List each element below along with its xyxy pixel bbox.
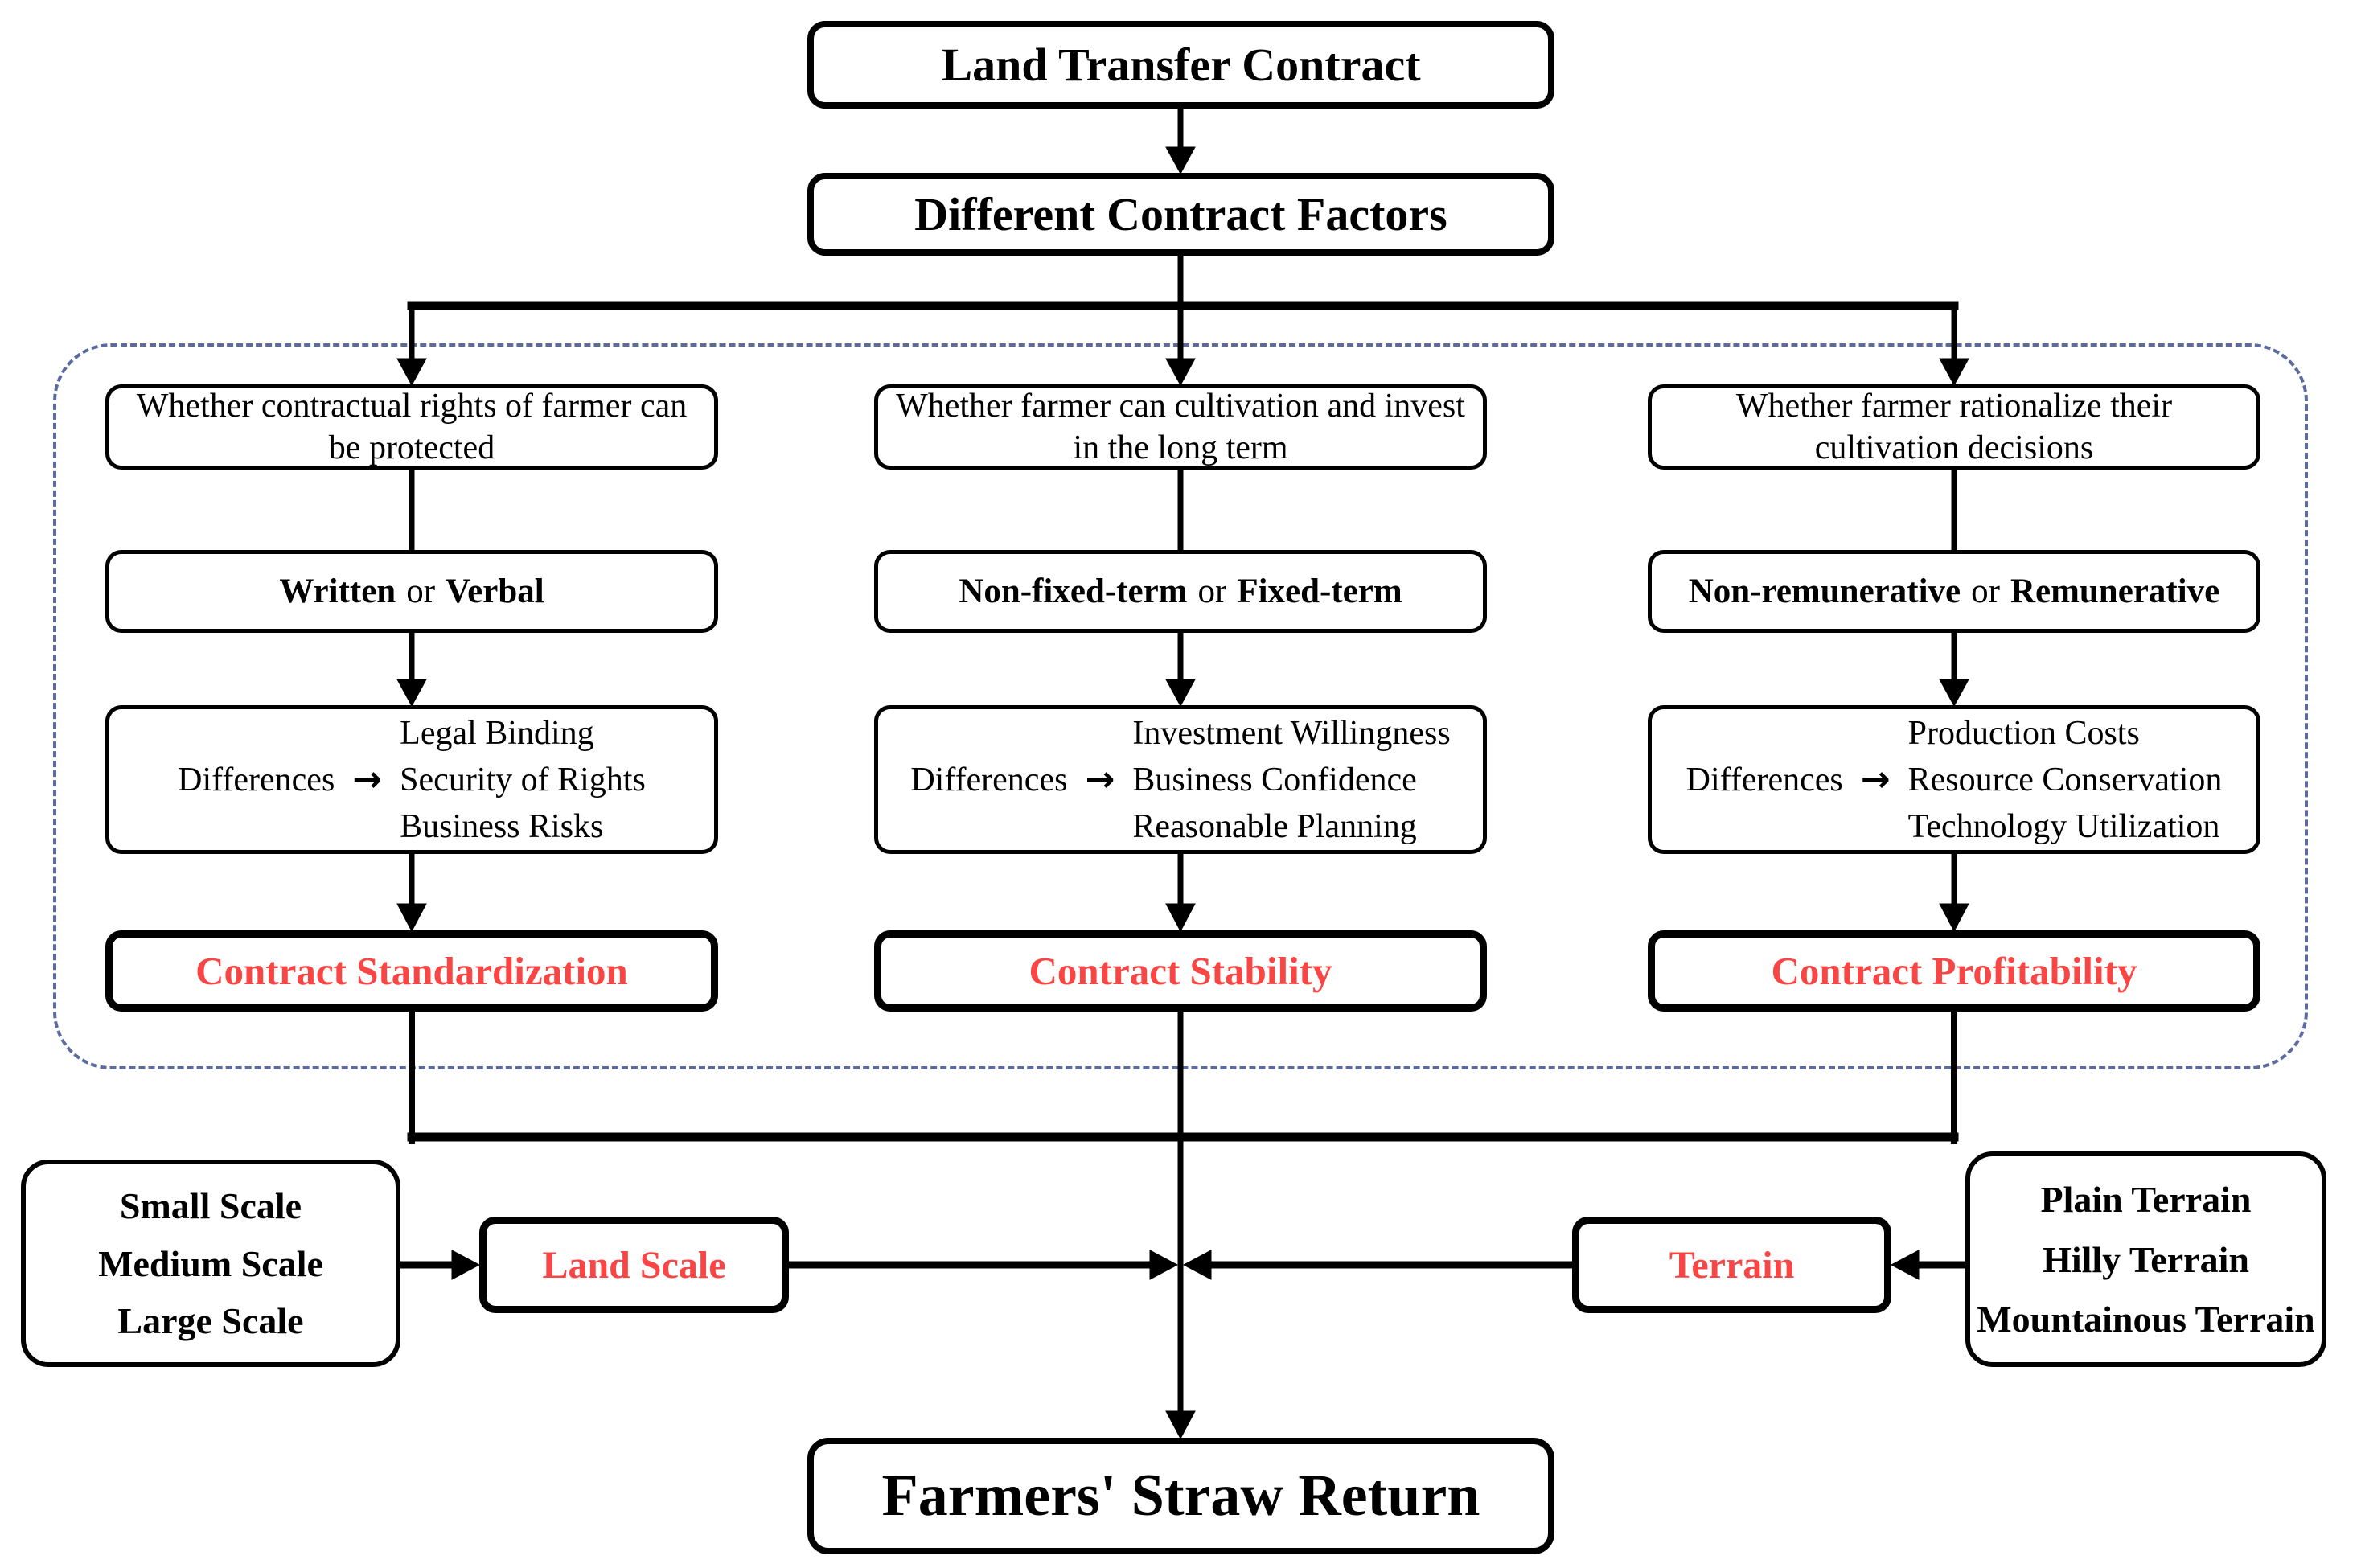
terrain-item: Mountainous Terrain (1977, 1298, 2315, 1340)
question-box-stability: Whether farmer can cultivation and inves… (874, 384, 1487, 470)
type-box-written-verbal: Written or Verbal (105, 550, 718, 633)
differences-content: Differences → Investment Willingness Bus… (902, 710, 1458, 850)
differences-content: Differences → Production Costs Resource … (1678, 710, 2231, 850)
type-option-2: Remunerative (2010, 573, 2220, 610)
type-label: Written or Verbal (279, 572, 544, 611)
differences-box-profitability: Differences → Production Costs Resource … (1648, 705, 2260, 854)
farmers-straw-return-box: Farmers' Straw Return (807, 1438, 1554, 1554)
outcome-box-contract-standardization: Contract Standardization (105, 930, 718, 1012)
type-box-remunerative: Non-remunerative or Remunerative (1648, 550, 2260, 633)
type-option-1: Written (279, 573, 396, 610)
question-label: Whether farmer can cultivation and inves… (896, 388, 1465, 466)
connector-outcomes-merge (407, 1008, 1959, 1440)
outcome-box-contract-profitability: Contract Profitability (1648, 930, 2260, 1012)
differences-label: Differences (910, 761, 1068, 798)
difference-item: Reasonable Planning (1132, 807, 1417, 845)
difference-item: Business Confidence (1132, 761, 1417, 798)
differences-items: Production Costs Resource Conservation T… (1908, 710, 2223, 850)
type-option-1: Non-remunerative (1688, 573, 1961, 610)
outcome-box-contract-stability: Contract Stability (874, 930, 1487, 1012)
differences-box-stability: Differences → Investment Willingness Bus… (874, 705, 1487, 854)
type-or: or (406, 573, 436, 610)
land-scale-items-box: Small Scale Medium Scale Large Scale (21, 1160, 400, 1367)
arrowhead-right-icon (1149, 1250, 1179, 1280)
type-option-2: Verbal (446, 573, 544, 610)
terrain-item: Hilly Terrain (2043, 1238, 2249, 1280)
type-option-1: Non-fixed-term (959, 573, 1188, 610)
different-contract-factors-box: Different Contract Factors (807, 173, 1554, 256)
differences-label: Differences (1686, 761, 1843, 798)
arrowhead-down-icon (1165, 146, 1196, 175)
outcome-label: Contract Stability (1029, 949, 1332, 993)
difference-item: Business Risks (400, 807, 604, 845)
terrain-item: Plain Terrain (2040, 1179, 2252, 1221)
connector-branch-to-questions (396, 302, 1969, 387)
arrowhead-down-icon (396, 903, 427, 933)
differences-arrow-icon: → (1860, 758, 1891, 800)
terrain-items-box: Plain Terrain Hilly Terrain Mountainous … (1965, 1151, 2326, 1367)
type-or: or (1197, 573, 1227, 610)
connector-differences-to-outcome (396, 851, 1969, 933)
arrowhead-left-icon (1182, 1250, 1212, 1280)
connector-terrain (1182, 1250, 1969, 1280)
connector-land-scale (396, 1250, 1179, 1280)
difference-item: Security of Rights (400, 761, 646, 798)
land-transfer-contract-label: Land Transfer Contract (941, 39, 1421, 91)
question-label: Whether contractual rights of farmer can… (136, 388, 688, 466)
terrain-box: Terrain (1572, 1217, 1891, 1313)
differences-box-standardization: Differences → Legal Binding Security of … (105, 705, 718, 854)
differences-content: Differences → Legal Binding Security of … (170, 710, 654, 850)
difference-item: Resource Conservation (1907, 761, 2223, 798)
arrowhead-down-icon (1165, 903, 1196, 933)
different-contract-factors-label: Different Contract Factors (914, 188, 1447, 240)
land-scale-item: Large Scale (117, 1300, 304, 1342)
differences-label: Differences (178, 761, 335, 798)
question-box-standardization: Whether contractual rights of farmer can… (105, 384, 718, 470)
question-label: Whether farmer rationalize their cultiva… (1735, 388, 2173, 466)
connector-type-to-differences (396, 630, 1969, 708)
farmers-straw-return-label: Farmers' Straw Return (881, 1463, 1480, 1529)
differences-arrow-icon: → (352, 758, 383, 800)
arrowhead-down-icon (396, 358, 427, 387)
land-scale-item: Medium Scale (98, 1242, 323, 1284)
outcome-label: Contract Profitability (1771, 949, 2137, 993)
type-or: or (1971, 573, 2000, 610)
arrowhead-down-icon (1939, 358, 1969, 387)
land-scale-item: Small Scale (119, 1184, 302, 1226)
land-scale-box: Land Scale (479, 1217, 789, 1313)
difference-item: Production Costs (1907, 714, 2140, 752)
type-option-2: Fixed-term (1237, 573, 1402, 610)
difference-item: Investment Willingness (1132, 714, 1451, 752)
question-box-profitability: Whether farmer rationalize their cultiva… (1648, 384, 2260, 470)
arrowhead-down-icon (1939, 903, 1969, 933)
outcome-label: Contract Standardization (195, 949, 628, 993)
arrowhead-down-icon (1939, 679, 1969, 708)
type-label: Non-remunerative or Remunerative (1689, 572, 2220, 611)
arrowhead-left-icon (1890, 1250, 1920, 1280)
arrowhead-down-icon (1165, 1410, 1196, 1440)
land-transfer-contract-box: Land Transfer Contract (807, 21, 1554, 109)
connector-question-to-type (409, 466, 1957, 555)
connector-subtitle-to-branch (407, 252, 1959, 314)
differences-items: Legal Binding Security of Rights Busines… (400, 710, 646, 850)
arrowhead-down-icon (396, 679, 427, 708)
connector-title-to-subtitle (1165, 105, 1196, 175)
differences-items: Investment Willingness Business Confiden… (1132, 710, 1450, 850)
land-scale-label: Land Scale (542, 1243, 726, 1287)
difference-item: Legal Binding (400, 714, 594, 752)
arrowhead-down-icon (1165, 679, 1196, 708)
difference-item: Technology Utilization (1907, 807, 2220, 845)
terrain-label: Terrain (1669, 1243, 1795, 1287)
arrowhead-right-icon (451, 1250, 481, 1280)
arrowhead-down-icon (1165, 358, 1196, 387)
differences-arrow-icon: → (1085, 758, 1115, 800)
